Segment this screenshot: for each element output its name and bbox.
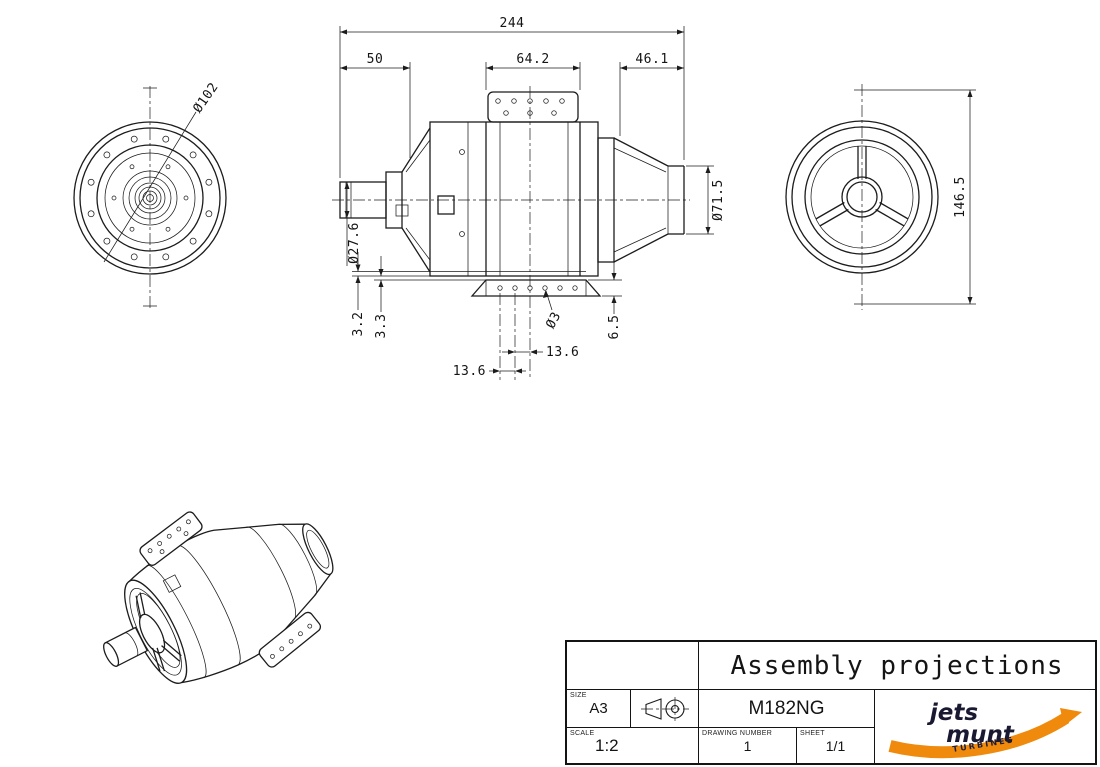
dim-hole-pitch-left: 13.6 xyxy=(453,364,486,379)
dim-rear-outer-diameter: 146.5 xyxy=(953,176,968,218)
iso-spokes xyxy=(135,592,182,672)
front-bolt-holes xyxy=(87,135,213,261)
dim-intake-diameter: Ø102 xyxy=(190,80,221,116)
dim-rear-section: 46.1 xyxy=(635,52,668,67)
dim-shaft-diameter: Ø27.6 xyxy=(347,222,362,264)
dim-nozzle-diameter: Ø71.5 xyxy=(711,179,726,221)
top-bracket-holes xyxy=(495,98,565,116)
rear-spokes xyxy=(815,146,909,227)
drawing-title: Assembly projections xyxy=(698,642,1095,690)
projection-symbol-cell xyxy=(630,690,698,727)
dim-hole-pitch-right: 13.6 xyxy=(546,345,579,360)
dim-overall-length: 244 xyxy=(500,16,525,31)
scale-cell: SCALE 1:2 xyxy=(567,727,698,763)
iso-top-bracket xyxy=(139,511,203,566)
iso-bottom-bracket xyxy=(258,611,322,668)
rear-view: 146.5 xyxy=(785,84,976,310)
dim-front-section: 50 xyxy=(367,52,384,67)
title-block-empty-cell xyxy=(567,642,698,690)
size-value: A3 xyxy=(589,700,608,717)
scale-label: SCALE xyxy=(570,730,595,737)
logo-word-munt: munt xyxy=(946,722,1015,748)
isometric-view xyxy=(103,511,334,684)
logo-word-jets: jets xyxy=(926,700,977,726)
jetsmunt-logo: jets munt TURBINES xyxy=(874,690,1095,763)
dim-bracket-offset: 3.3 xyxy=(374,314,389,339)
sheet-value: 1/1 xyxy=(825,737,846,754)
sheet-cell: SHEET 1/1 xyxy=(796,727,874,763)
drawing-number-cell: DRAWING NUMBER 1 xyxy=(698,727,796,763)
drawing-number-label: DRAWING NUMBER xyxy=(702,730,773,737)
dim-bracket-height: 6.5 xyxy=(607,315,622,340)
model-number: M182NG xyxy=(698,690,874,727)
front-screws xyxy=(111,164,189,232)
bottom-bracket-holes xyxy=(497,285,578,291)
dim-seam-offset: 3.2 xyxy=(351,312,366,337)
dim-bracket-span: 64.2 xyxy=(516,52,549,67)
side-view: 244 50 64.2 46.1 Ø27.6 Ø71.5 xyxy=(332,16,726,380)
size-label: SIZE xyxy=(570,692,587,699)
size-cell: SIZE A3 xyxy=(567,690,630,727)
sheet-label: SHEET xyxy=(800,730,825,737)
title-block: Assembly projections SIZE A3 M182NG jets… xyxy=(565,640,1097,765)
front-view: Ø102 xyxy=(73,80,227,310)
first-angle-projection-icon xyxy=(640,696,689,721)
drawing-number-value: 1 xyxy=(743,737,752,754)
scale-value: 1:2 xyxy=(595,735,619,755)
dim-hole-diameter: Ø3 xyxy=(543,309,564,331)
jetsmunt-logo-graphic: jets munt TURBINES xyxy=(888,700,1082,759)
